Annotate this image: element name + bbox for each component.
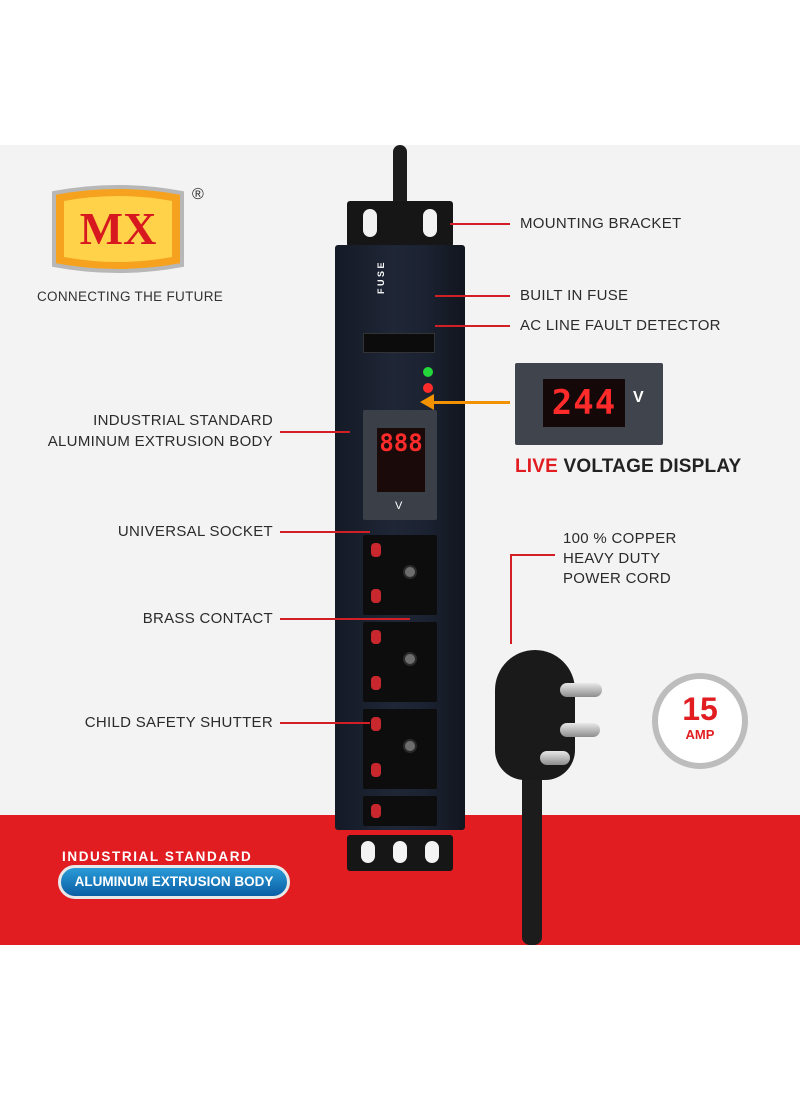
plug-prong-bottom xyxy=(540,751,570,765)
strip-body: F U S E 888 V xyxy=(335,245,465,830)
registered-mark: ® xyxy=(192,186,205,203)
universal-socket-3 xyxy=(363,709,437,789)
display-arrow xyxy=(430,401,510,404)
logo-text: MX xyxy=(79,203,157,254)
live-voltage-display: 244 V xyxy=(515,363,663,445)
strip-display-unit: V xyxy=(395,500,403,512)
mx-logo: MX xyxy=(50,183,186,275)
brand-tagline: CONNECTING THE FUTURE xyxy=(37,289,224,304)
power-cord xyxy=(522,765,542,945)
industrial-standard-heading: INDUSTRIAL STANDARD xyxy=(62,849,253,864)
universal-socket-4 xyxy=(363,796,437,826)
top-mounting-bracket xyxy=(347,201,453,247)
red-led-icon xyxy=(423,383,433,393)
built-in-fuse-label: BUILT IN FUSE xyxy=(520,287,629,304)
arrow-head-icon xyxy=(420,394,434,410)
cord-label-line3: POWER CORD xyxy=(563,570,671,587)
voltage-reading: 244 xyxy=(543,379,625,427)
plug-prong-mid xyxy=(560,723,600,737)
body-leader xyxy=(280,431,350,433)
bracket-leader xyxy=(450,223,510,225)
cord-label-line2: HEAVY DUTY xyxy=(563,550,661,567)
cord-leader-h xyxy=(510,554,555,556)
aluminum-body-label-line2: ALUMINUM EXTRUSION BODY xyxy=(47,433,273,450)
amp-unit: AMP xyxy=(685,727,715,742)
plug-prong-top xyxy=(560,683,602,697)
aluminum-body-label-line1: INDUSTRIAL STANDARD xyxy=(93,412,273,429)
voltage-unit: V xyxy=(633,389,644,406)
cord-leader-v xyxy=(510,554,512,644)
cord-label-line1: 100 % COPPER xyxy=(563,530,677,547)
universal-socket-label: UNIVERSAL SOCKET xyxy=(117,523,273,540)
mounting-bracket-label: MOUNTING BRACKET xyxy=(520,215,682,232)
child-safety-label: CHILD SAFETY SHUTTER xyxy=(84,714,273,731)
fault-leader xyxy=(435,325,510,327)
strip-display-digits: 888 xyxy=(377,428,425,492)
bottom-mounting-bracket xyxy=(347,835,453,871)
shutter-leader xyxy=(280,722,370,724)
ac-line-fault-label: AC LINE FAULT DETECTOR xyxy=(520,317,721,334)
product-panel: MX ® CONNECTING THE FUTURE F U S E 888 V xyxy=(0,145,800,945)
brass-contact-label: BRASS CONTACT xyxy=(142,610,273,627)
live-voltage-title: LIVE VOLTAGE DISPLAY xyxy=(515,457,741,477)
fuse-leader xyxy=(435,295,510,297)
brass-leader xyxy=(280,618,410,620)
aluminum-extrusion-pill: ALUMINUM EXTRUSION BODY xyxy=(58,865,290,899)
universal-socket-2 xyxy=(363,622,437,702)
power-strip: F U S E 888 V xyxy=(335,145,465,871)
voltage-display-word: VOLTAGE DISPLAY xyxy=(558,456,742,477)
amp-rating-badge: 15 AMP xyxy=(652,673,748,769)
green-led-icon xyxy=(423,367,433,377)
universal-socket-1 xyxy=(363,535,437,615)
fuse-label: F U S E xyxy=(376,262,386,294)
socket-leader xyxy=(280,531,370,533)
strip-voltage-display: 888 V xyxy=(363,410,437,520)
amp-value: 15 xyxy=(682,691,718,727)
live-word: LIVE xyxy=(515,456,559,477)
fuse-holder[interactable] xyxy=(363,333,435,353)
